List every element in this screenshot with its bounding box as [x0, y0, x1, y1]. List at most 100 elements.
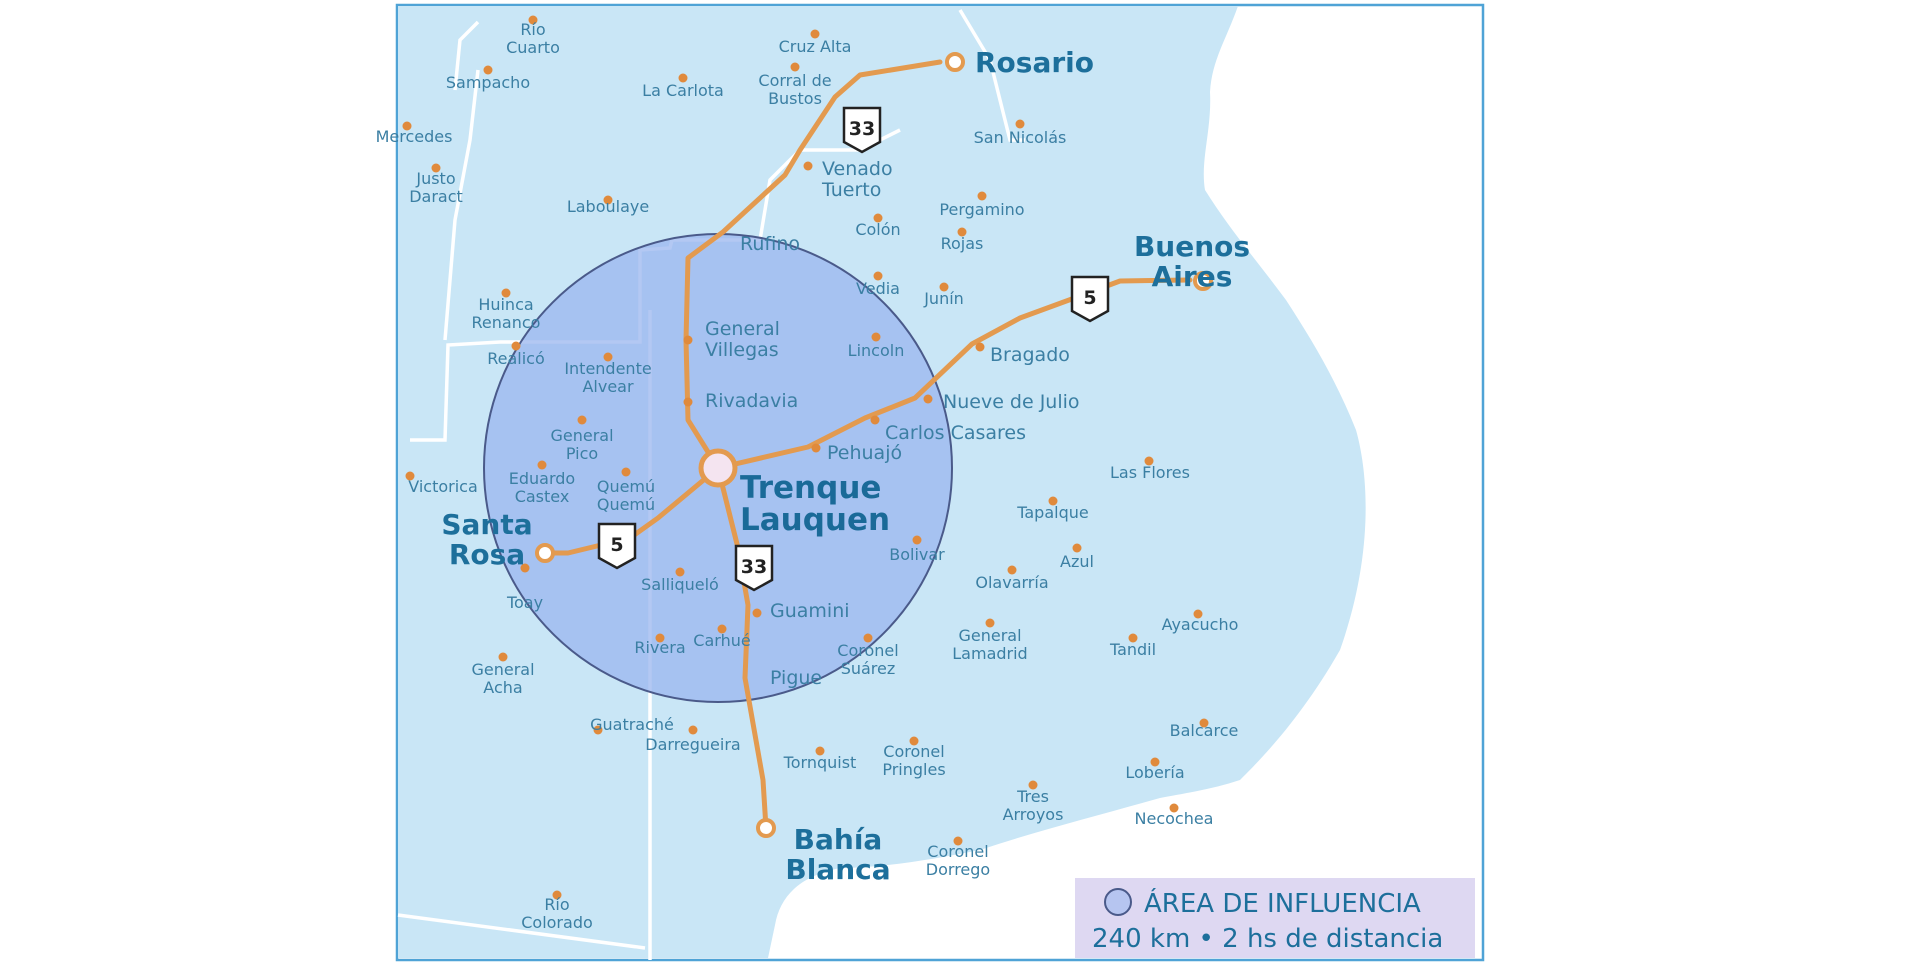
city-label-rojas: Rojas [941, 234, 984, 253]
city-dot-tapalque [1048, 496, 1058, 506]
city-dot-balcarce [1199, 718, 1209, 728]
city-label-toay: Toay [506, 593, 543, 612]
city-dot-coronel-pringles [909, 736, 919, 746]
city-label-colon: Colón [855, 220, 900, 239]
city-label-victorica: Victorica [408, 477, 478, 496]
city-dot-quemu-quemu [621, 467, 631, 477]
city-dot-laboulaye [603, 195, 613, 205]
city-label-guamini: Guamini [770, 600, 850, 622]
hub-label-santa-rosa-line1: Santa [441, 508, 532, 541]
city-label-rio-cuarto-line2: Cuarto [506, 38, 560, 57]
circle-icon [1104, 888, 1132, 916]
city-label-tres-arroyos-line2: Arroyos [1003, 805, 1064, 824]
city-label-general-lamadrid-line2: Lamadrid [952, 644, 1027, 663]
city-label-coronel-dorrego-line1: Coronel [927, 842, 988, 861]
city-label-pigue: Pigue [770, 667, 822, 689]
city-dot-general-lamadrid [985, 618, 995, 628]
city-label-general-lamadrid-line1: General [958, 626, 1021, 645]
city-label-general-acha-line1: General [471, 660, 534, 679]
city-dot-general-acha [498, 652, 508, 662]
city-dot-eduardo-castex [537, 460, 547, 470]
city-dot-pergamino [977, 191, 987, 201]
city-dot-salliquelo [675, 567, 685, 577]
city-dot-rio-colorado [552, 890, 562, 900]
city-label-intendente-alvear-line1: Intendente [564, 359, 651, 378]
route-33-south [715, 465, 769, 831]
city-label-lincoln: Lincoln [848, 341, 905, 360]
city-dot-realico [511, 341, 521, 351]
city-dot-justo-daract [431, 163, 441, 173]
city-dot-darregueira [688, 725, 698, 735]
city-dot-guatrache [593, 725, 603, 735]
city-dot-las-flores [1144, 456, 1154, 466]
city-labels: RíoCuartoSampachoMercedesJustoDaractCruz… [376, 20, 1239, 932]
city-dot-tornquist [815, 746, 825, 756]
city-label-pergamino: Pergamino [939, 200, 1024, 219]
city-label-justo-daract-line2: Daract [409, 187, 463, 206]
city-label-laboulaye: Laboulaye [567, 197, 649, 216]
city-label-general-pico-line2: Pico [566, 444, 598, 463]
city-dot-loberia [1150, 757, 1160, 767]
route-shield-icon: 5 [597, 522, 637, 570]
city-label-rivera: Rivera [634, 638, 685, 657]
route-shield-number: 33 [741, 556, 767, 578]
hub-marker-buenos-aires [1193, 271, 1213, 291]
city-label-las-flores: Las Flores [1110, 463, 1190, 482]
city-dot-victorica [405, 471, 415, 481]
city-label-realico: Realicó [487, 349, 545, 368]
legend-box [1075, 878, 1475, 958]
city-label-nueve-de-julio: Nueve de Julio [943, 391, 1080, 413]
hub-label-buenos-aires-line2: Aires [1152, 260, 1233, 293]
city-dot-rivera [655, 633, 665, 643]
route-33-north [683, 59, 943, 471]
route-shield-number: 5 [610, 534, 623, 556]
city-label-coronel-dorrego-line2: Dorrego [926, 860, 990, 879]
hub-marker-bahia-blanca [756, 818, 776, 838]
city-label-tandil: Tandil [1109, 640, 1156, 659]
city-label-necochea: Necochea [1135, 809, 1214, 828]
city-dot-vedia [873, 271, 883, 281]
city-dot-tres-arroyos [1028, 780, 1038, 790]
city-label-rio-cuarto-line1: Río [520, 20, 545, 39]
city-dot-general-villegas [683, 335, 693, 345]
city-label-huinca-renanco-line2: Renanco [472, 313, 541, 332]
city-dot-huinca-renanco [501, 288, 511, 298]
city-dot-rio-cuarto [528, 15, 538, 25]
city-label-intendente-alvear-line2: Alvear [582, 377, 634, 396]
city-label-san-nicolas: San Nicolás [974, 128, 1067, 147]
city-label-rio-colorado-line2: Colorado [521, 913, 593, 932]
city-label-guatrache: Guatraché [590, 715, 674, 734]
city-label-cruz-alta: Cruz Alta [779, 37, 852, 56]
city-label-balcarce: Balcarce [1170, 721, 1239, 740]
city-label-corral-de-bustos-line1: Corral de [758, 71, 831, 90]
city-label-quemu-quemu-line1: Quemú [597, 477, 655, 496]
city-dot-corral-de-bustos [790, 62, 800, 72]
city-label-ayacucho: Ayacucho [1162, 615, 1239, 634]
city-dot-carlos-casares [870, 415, 880, 425]
center-city: Trenque Lauquen [698, 448, 890, 538]
city-label-tornquist: Tornquist [783, 753, 857, 772]
hub-label-bahia-blanca-line1: Bahía [794, 823, 883, 856]
city-label-venado-tuerto-line1: Venado [822, 158, 893, 180]
city-label-eduardo-castex-line1: Eduardo [509, 469, 575, 488]
city-dot-toay [520, 563, 530, 573]
city-label-coronel-pringles-line1: Coronel [883, 742, 944, 761]
legend-subtitle: 240 km • 2 hs de distancia [1092, 924, 1443, 954]
city-dot-venado-tuerto [803, 161, 813, 171]
city-label-olavarria: Olavarría [975, 573, 1048, 592]
city-label-tres-arroyos-line1: Tres [1016, 787, 1049, 806]
city-dot-colon [873, 213, 883, 223]
hub-marker-rosario [945, 52, 965, 72]
city-dot-la-carlota [678, 73, 688, 83]
city-dot-cruz-alta [810, 29, 820, 39]
city-dot-general-pico [577, 415, 587, 425]
city-dot-nueve-de-julio [923, 394, 933, 404]
legend: ÁREA DE INFLUENCIA 240 km • 2 hs de dist… [1075, 878, 1475, 958]
city-label-azul: Azul [1060, 552, 1094, 571]
city-dot-azul [1072, 543, 1082, 553]
route-shield-number: 5 [1083, 287, 1096, 309]
